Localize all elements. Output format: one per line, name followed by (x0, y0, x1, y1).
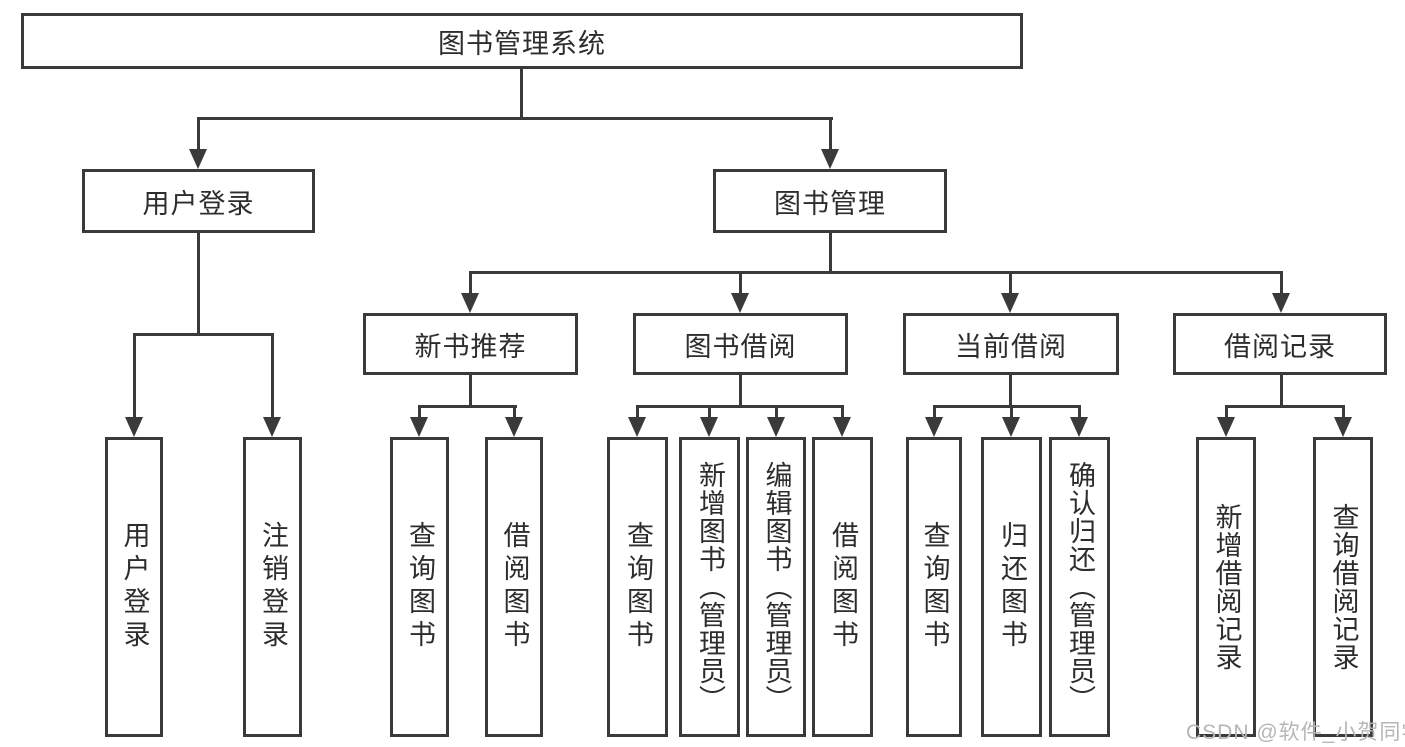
connector-line (708, 405, 711, 419)
node-label: 注销登录 (258, 521, 288, 653)
connector-line (197, 117, 200, 151)
arrowhead-down-icon (1002, 417, 1020, 437)
connector-line (271, 333, 274, 419)
arrowhead-down-icon (925, 417, 943, 437)
leaf-borrow-books: 借阅图书 (812, 437, 873, 737)
node-label: 查询图书 (405, 521, 435, 653)
connector-line (418, 405, 421, 419)
leaf-logout: 注销登录 (243, 437, 302, 737)
leaf-edit-books-admin: 编辑图书（管理员） (746, 437, 806, 737)
arrowhead-down-icon (189, 149, 207, 169)
node-label: 图书管理系统 (438, 28, 606, 59)
connector-line (513, 405, 516, 419)
arrowhead-down-icon (410, 417, 428, 437)
arrowhead-down-icon (1217, 417, 1235, 437)
arrowhead-down-icon (1334, 417, 1352, 437)
leaf-borrow-books-recommend: 借阅图书 (485, 437, 543, 737)
connector-line (1225, 405, 1345, 408)
leaf-confirm-return-admin: 确认归还（管理员） (1049, 437, 1110, 737)
connector-line (197, 233, 200, 335)
leaf-query-books-current: 查询图书 (906, 437, 962, 737)
connector-line (636, 405, 639, 419)
connector-line (469, 271, 1283, 274)
connector-line (133, 333, 274, 336)
arrowhead-down-icon (767, 417, 785, 437)
node-label: 用户登录 (119, 521, 150, 653)
arrowhead-down-icon (628, 417, 646, 437)
node-new-book-recommend: 新书推荐 (363, 313, 578, 375)
connector-line (933, 405, 1081, 408)
connector-line (197, 117, 833, 120)
connector-line (1225, 405, 1228, 419)
leaf-query-books-borrowing: 查询图书 (607, 437, 668, 737)
connector-line (520, 69, 523, 119)
connector-line (829, 117, 832, 151)
arrowhead-down-icon (821, 149, 839, 169)
node-label: 借阅记录 (1224, 331, 1336, 362)
leaf-add-books-admin: 新增图书（管理员） (679, 437, 740, 737)
leaf-query-books-recommend: 查询图书 (390, 437, 449, 737)
node-label: 确认归还（管理员） (1065, 461, 1095, 713)
arrowhead-down-icon (1272, 293, 1290, 313)
leaf-user-login: 用户登录 (105, 437, 163, 737)
node-label: 新增借阅记录 (1211, 503, 1242, 671)
connector-line (1009, 375, 1012, 407)
leaf-add-borrow-record: 新增借阅记录 (1196, 437, 1256, 737)
node-root-library-system: 图书管理系统 (21, 13, 1023, 69)
csdn-watermark: CSDN @软件_小贺同学 (1186, 721, 1405, 744)
connector-line (775, 405, 778, 419)
node-borrowing-records: 借阅记录 (1173, 313, 1387, 375)
connector-line (1078, 405, 1081, 419)
connector-line (739, 375, 742, 407)
arrowhead-down-icon (505, 417, 523, 437)
connector-line (418, 405, 517, 408)
node-label: 归还图书 (997, 521, 1027, 653)
node-user-login: 用户登录 (82, 169, 315, 233)
arrowhead-down-icon (1001, 293, 1019, 313)
arrowhead-down-icon (125, 417, 143, 437)
node-current-borrowing: 当前借阅 (903, 313, 1119, 375)
arrowhead-down-icon (263, 417, 281, 437)
connector-line (1342, 405, 1345, 419)
leaf-query-borrow-record: 查询借阅记录 (1313, 437, 1373, 737)
arrowhead-down-icon (700, 417, 718, 437)
node-label: 用户登录 (142, 188, 255, 219)
node-label: 当前借阅 (955, 331, 1067, 362)
connector-line (829, 233, 832, 274)
node-label: 编辑图书（管理员） (761, 461, 792, 713)
connector-line (933, 405, 936, 419)
connector-line (469, 271, 472, 295)
node-label: 查询图书 (623, 521, 653, 653)
node-label: 图书借阅 (684, 331, 797, 362)
connector-line (739, 271, 742, 295)
connector-line (1009, 271, 1012, 295)
connector-line (1010, 405, 1013, 419)
node-label: 图书管理 (774, 188, 886, 219)
arrowhead-down-icon (833, 417, 851, 437)
node-label: 查询图书 (919, 521, 950, 653)
node-label: 新书推荐 (414, 331, 527, 362)
leaf-return-books: 归还图书 (981, 437, 1042, 737)
connector-line (1280, 375, 1283, 407)
node-book-borrowing: 图书借阅 (633, 313, 848, 375)
connector-line (841, 405, 844, 419)
node-label: 查询借阅记录 (1328, 503, 1359, 671)
arrowhead-down-icon (731, 293, 749, 313)
connector-line (133, 333, 136, 419)
node-label: 借阅图书 (499, 521, 530, 653)
connector-line (1280, 271, 1283, 295)
connector-line (469, 375, 472, 407)
node-label: 新增图书（管理员） (695, 461, 725, 713)
node-label: 借阅图书 (828, 521, 858, 653)
connector-line (636, 405, 844, 408)
arrowhead-down-icon (1070, 417, 1088, 437)
node-book-management: 图书管理 (713, 169, 947, 233)
arrowhead-down-icon (461, 293, 479, 313)
